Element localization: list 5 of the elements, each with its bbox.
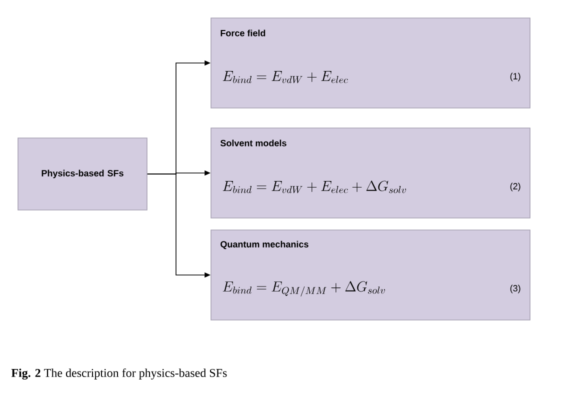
caption: Fig. 2 The description for physics-based SFs <box>11 368 227 380</box>
formula-box: Force field $E_{bind} = E_{vdW} + E_{elec}$ (1) <box>210 18 530 108</box>
process-box: Physics-based SFs <box>18 138 148 210</box>
formula-box: Quantum mechanics $E_{bind} = E_{QM/MM} + \Delta G_{solv}$ (3) <box>210 230 530 320</box>
formula-box: Solvent models $E_{bind} = E_{vdW} + E_{elec} + \Delta G_{solv}$ (2) <box>210 128 530 218</box>
